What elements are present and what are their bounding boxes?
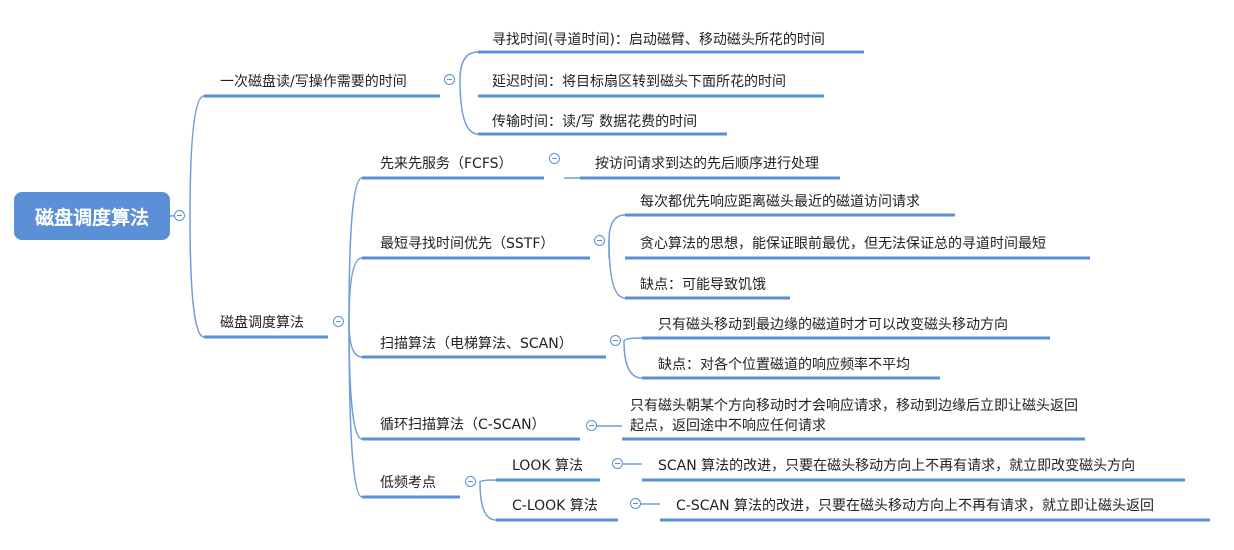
collapse-icon[interactable] (444, 74, 455, 85)
collapse-icon[interactable] (594, 235, 605, 246)
node-sstf: 最短寻找时间优先（SSTF） (380, 236, 555, 252)
leaf-clook-desc: C-SCAN 算法的改进，只要在磁头移动方向上不再有请求，就立即让磁头返回 (676, 498, 1154, 514)
leaf-sstf-drawback: 缺点：可能导致饥饿 (640, 277, 766, 293)
leaf-look-desc: SCAN 算法的改进，只要在磁头移动方向上不再有请求，就立即改变磁头方向 (658, 458, 1136, 474)
leaf-sstf-greedy: 贪心算法的思想，能保证眼前最优，但无法保证总的寻道时间最短 (640, 236, 1046, 252)
collapse-icon[interactable] (610, 335, 621, 346)
leaf-sstf-desc: 每次都优先响应距离磁头最近的磁道访问请求 (640, 194, 920, 210)
collapse-icon[interactable] (465, 476, 476, 487)
branch-scheduling-algorithms: 磁盘调度算法 (220, 315, 304, 331)
leaf-seek-time: 寻找时间(寻道时间)：启动磁臂、移动磁头所花的时间 (492, 32, 825, 48)
node-look: LOOK 算法 (512, 458, 583, 474)
node-clook: C-LOOK 算法 (512, 498, 598, 514)
node-fcfs: 先来先服务（FCFS） (380, 156, 513, 172)
leaf-transfer-time: 传输时间：读/写 数据花费的时间 (492, 114, 698, 130)
node-cscan: 循环扫描算法（C-SCAN） (380, 417, 546, 433)
leaf-cscan-desc: 只有磁头朝某个方向移动时才会响应请求，移动到边缘后立即让磁头返回起点，返回途中不… (630, 398, 1078, 434)
collapse-icon[interactable] (174, 210, 185, 221)
collapse-icon[interactable] (612, 458, 623, 469)
collapse-icon[interactable] (333, 316, 344, 327)
leaf-rotational-delay: 延迟时间：将目标扇区转到磁头下面所花的时间 (492, 74, 786, 90)
leaf-fcfs-desc: 按访问请求到达的先后顺序进行处理 (595, 156, 819, 172)
root-node-label: 磁盘调度算法 (34, 206, 149, 229)
collapse-icon[interactable] (630, 498, 641, 509)
leaf-scan-desc: 只有磁头移动到最边缘的磁道时才可以改变磁头移动方向 (658, 317, 1008, 333)
collapse-icon[interactable] (586, 420, 597, 431)
leaf-scan-drawback: 缺点：对各个位置磁道的响应频率不平均 (658, 357, 910, 373)
branch-disk-io-time: 一次磁盘读/写操作需要的时间 (220, 74, 407, 90)
root-node[interactable]: 磁盘调度算法 (14, 192, 170, 240)
collapse-icon[interactable] (549, 153, 560, 164)
node-low-frequency: 低频考点 (380, 475, 436, 491)
node-scan: 扫描算法（电梯算法、SCAN） (380, 336, 573, 352)
